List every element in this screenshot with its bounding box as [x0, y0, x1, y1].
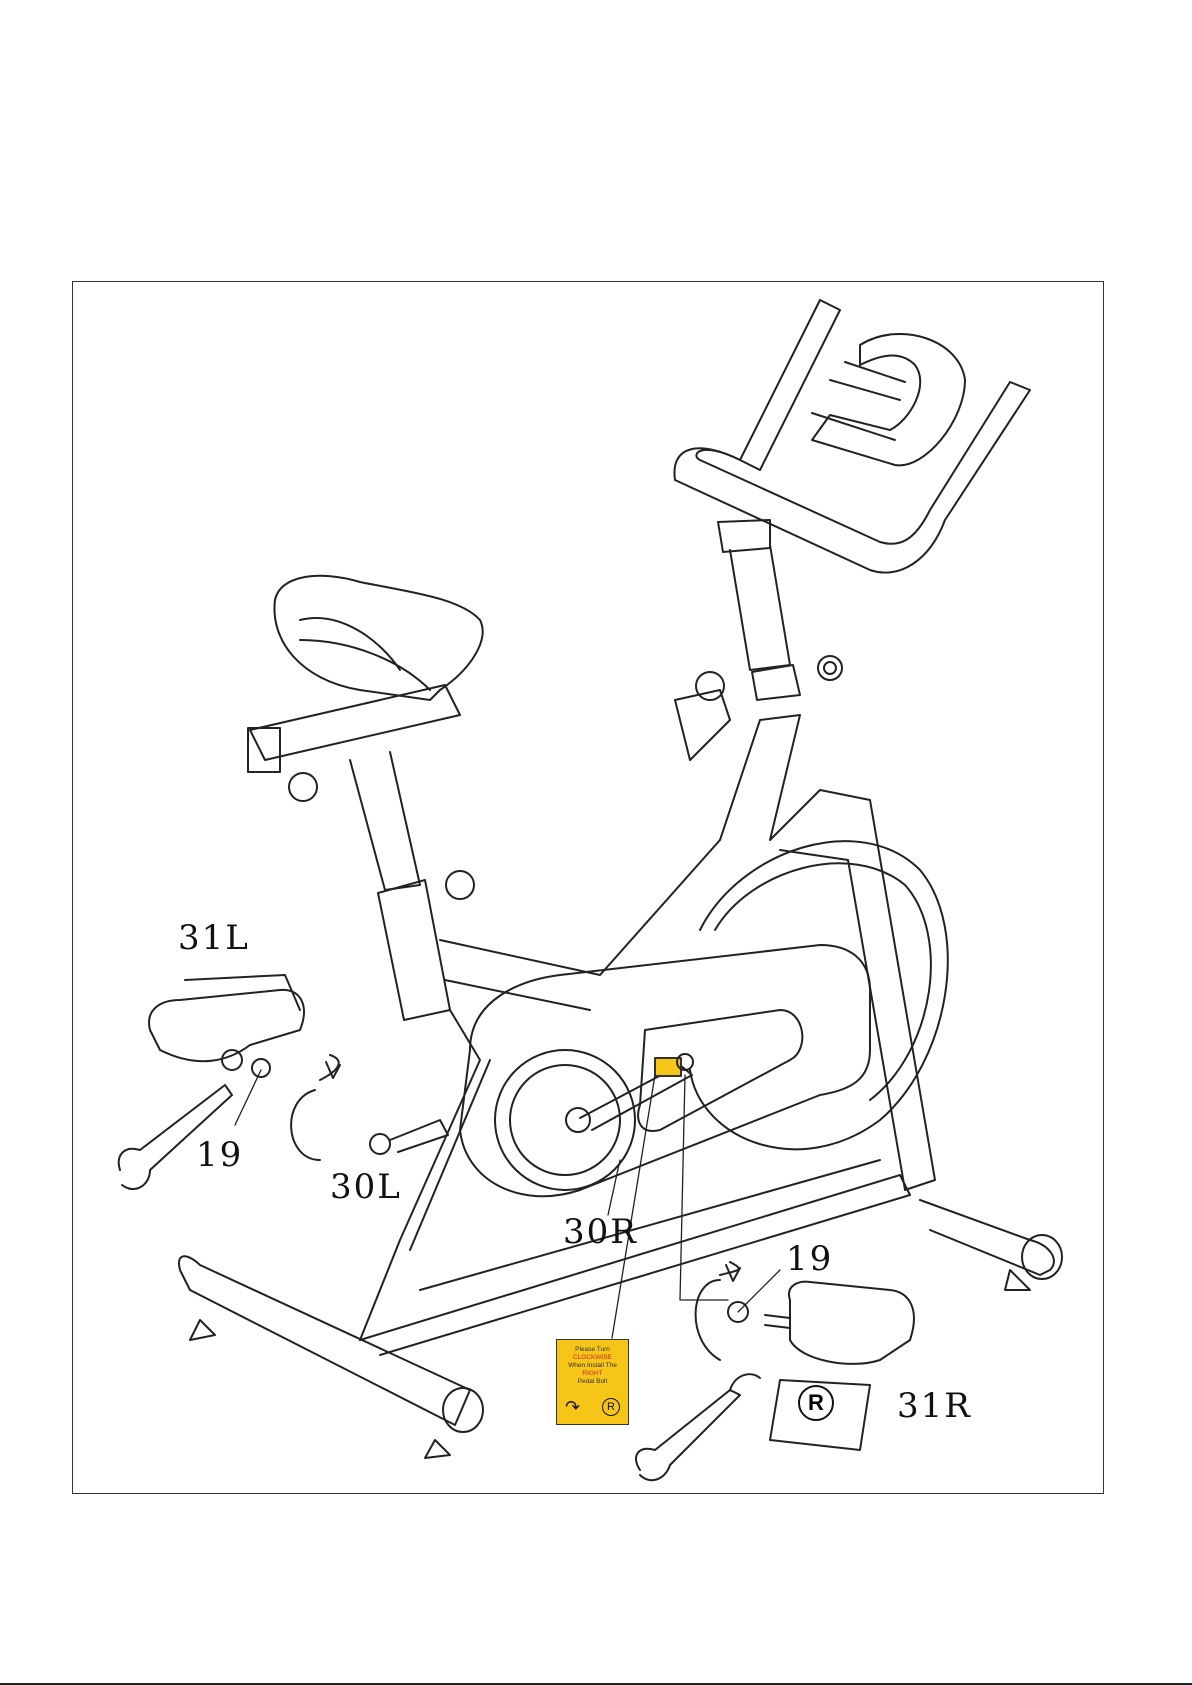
rear-stabilizer: [179, 1256, 483, 1458]
seat: [248, 576, 483, 801]
right-mark-icon: R: [602, 1398, 620, 1416]
warning-line3: When Install The: [557, 1362, 628, 1370]
warning-line1: Please Turn: [557, 1346, 628, 1354]
label-19-left: 19: [196, 1135, 243, 1175]
warning-line5: Pedal Bolt: [557, 1378, 628, 1386]
chain-guard: [460, 945, 870, 1196]
front-stabilizer: [920, 1200, 1062, 1290]
left-pedal: [149, 975, 304, 1070]
flywheel: [690, 841, 948, 1149]
label-30L: 30L: [330, 1167, 402, 1207]
label-31R: 31R: [897, 1386, 972, 1426]
left-rotation-arrow: [291, 1055, 448, 1160]
right-rotation-arrow: [696, 1262, 748, 1360]
label-30R: 30R: [563, 1212, 638, 1252]
warning-sticker: Please Turn CLOCKWISE When Install The R…: [556, 1339, 629, 1425]
warning-line2: CLOCKWISE: [557, 1354, 628, 1362]
right-wrench: [636, 1374, 760, 1480]
handlebar-post: [718, 520, 842, 700]
clockwise-arrow-icon: ↷: [565, 1403, 580, 1411]
warning-line4: RIGHT: [557, 1370, 628, 1378]
label-19-right: 19: [786, 1239, 833, 1279]
seat-post: [350, 752, 474, 1020]
right-pedal: [765, 1282, 914, 1450]
left-wrench: [119, 1059, 270, 1189]
main-frame: [360, 672, 935, 1355]
right-pedal-badge: R: [798, 1385, 834, 1421]
handlebar: [674, 300, 1030, 573]
label-31L: 31L: [178, 918, 250, 958]
